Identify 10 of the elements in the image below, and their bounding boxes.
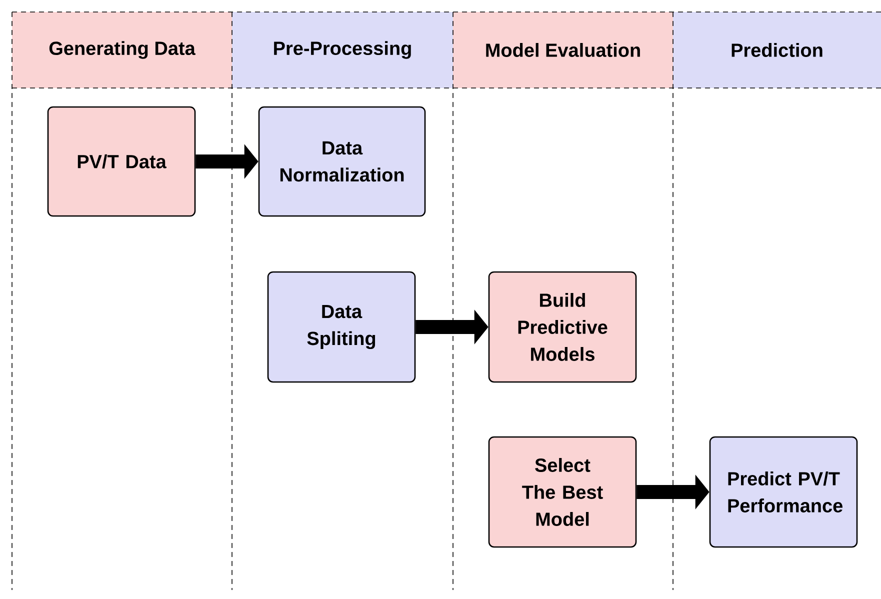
process-box: Data Spliting: [267, 271, 416, 383]
process-box: PV/T Data: [47, 106, 196, 217]
process-box: Data Normalization: [258, 106, 426, 217]
lane-header: Generating Data: [12, 12, 232, 88]
process-box: Build Predictive Models: [488, 271, 637, 383]
lane-header: Model Evaluation: [453, 12, 673, 88]
lane-header: Pre-Processing: [232, 12, 453, 88]
process-box: Predict PV/T Performance: [709, 436, 858, 548]
lane-header: Prediction: [673, 12, 881, 88]
process-box: Select The Best Model: [488, 436, 637, 548]
